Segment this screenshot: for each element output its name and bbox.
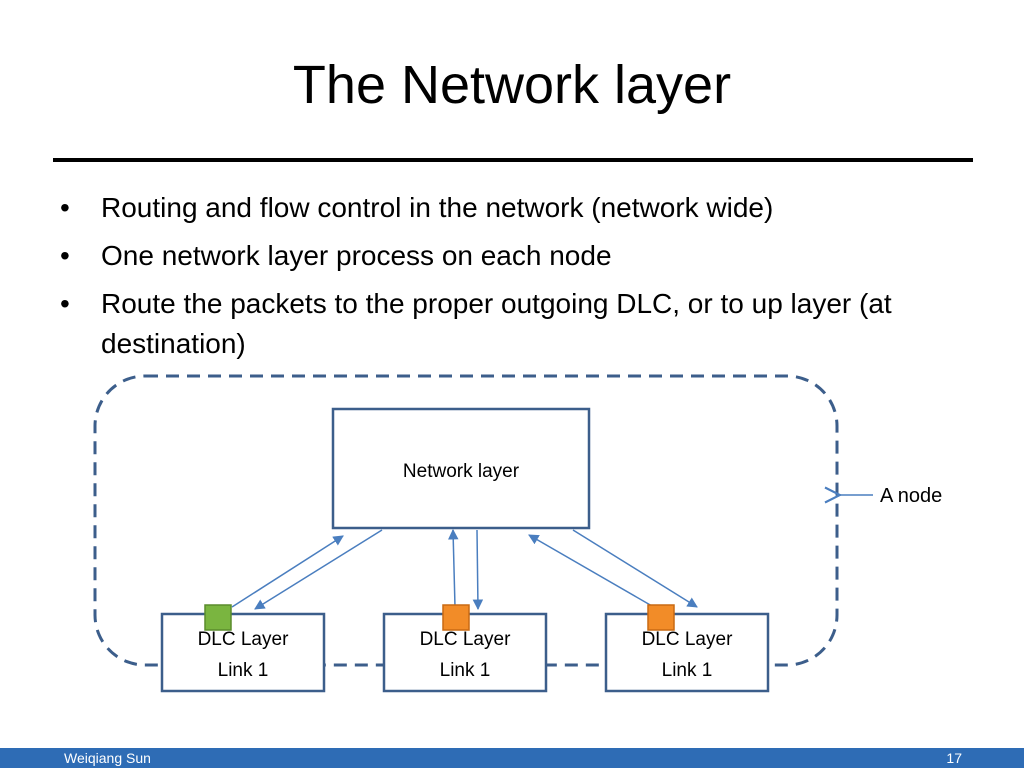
footer-author: Weiqiang Sun <box>64 750 151 766</box>
arrow-network-to-dlc1 <box>254 529 383 610</box>
arrow-dlc1-to-network <box>231 535 344 608</box>
bullet-dot-icon: • <box>60 192 70 223</box>
node-annotation-label: A node <box>880 485 942 507</box>
dlc-box-3-line2: Link 1 <box>662 660 713 681</box>
dlc-box-2-line2: Link 1 <box>440 660 491 681</box>
arrow-network-to-dlc3 <box>572 529 698 608</box>
dlc-box-3 <box>604 612 770 693</box>
bullet-text: Route the packets to the proper outgoing… <box>101 288 892 359</box>
page-number: 17 <box>946 750 962 766</box>
bullet-text: Routing and flow control in the network … <box>101 192 774 223</box>
bullet-dot-icon: • <box>60 288 70 319</box>
bullet-item: • Routing and flow control in the network… <box>55 188 955 228</box>
network-layer-box <box>331 407 591 530</box>
bullet-text: One network layer process on each node <box>101 240 612 271</box>
footer-bar: Weiqiang Sun 17 <box>0 748 1024 768</box>
network-layer-label: Network layer <box>403 461 520 482</box>
dlc-box-1-line1: DLC Layer <box>198 629 289 650</box>
bullet-item: • Route the packets to the proper outgoin… <box>55 284 955 364</box>
arrow-network-to-dlc2 <box>472 529 484 611</box>
bullet-dot-icon: • <box>60 240 70 271</box>
arrow-dlc2-to-network <box>447 528 459 608</box>
dlc-port-2-icon <box>442 604 470 631</box>
bullet-item: • One network layer process on each node <box>55 236 955 276</box>
arrow-dlc3-to-network <box>528 534 653 607</box>
dlc-box-1-line2: Link 1 <box>218 660 269 681</box>
dlc-port-1-icon <box>204 604 232 631</box>
dlc-box-3-line1: DLC Layer <box>642 629 733 650</box>
slide-title: The Network layer <box>292 55 732 115</box>
dlc-box-1 <box>160 612 326 693</box>
title-underline <box>53 158 973 162</box>
bullet-list: • Routing and flow control in the network… <box>55 188 955 372</box>
dlc-box-2-line1: DLC Layer <box>420 629 511 650</box>
dlc-port-3-icon <box>647 604 675 631</box>
